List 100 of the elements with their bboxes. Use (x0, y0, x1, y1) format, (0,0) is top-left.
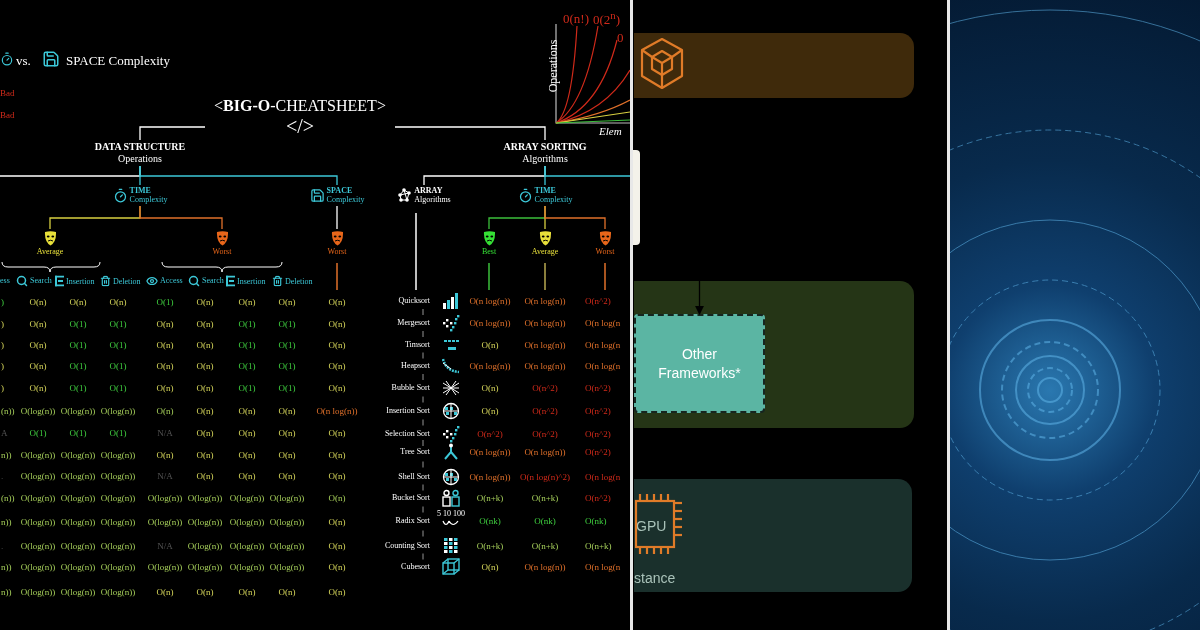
code-tag-text: </> (285, 115, 315, 136)
complexity-value: O(log(n)) (60, 587, 96, 597)
complexity-value: O(n) (156, 406, 174, 416)
complexity-value: O(n) (196, 587, 214, 597)
complexity-value: O(n) (481, 562, 499, 572)
complexity-value: O(n) (328, 428, 346, 438)
complexity-value: O(n log(n)) (469, 447, 511, 457)
complexity-value: n)) (1, 562, 12, 572)
complexity-value: n)) (1, 517, 12, 527)
complexity-value: O(log(n)) (269, 517, 305, 527)
column-header: Search (30, 277, 52, 285)
box-label: Other Frameworks* (657, 345, 742, 382)
connector-line (336, 205, 338, 230)
column-header: Deletion (113, 277, 141, 285)
complexity-value: O(n+k) (531, 541, 559, 551)
complexity-value: O(n^2) (532, 429, 558, 439)
complexity-value: O(n) (238, 406, 256, 416)
complexity-value: O(n) (328, 340, 346, 350)
complexity-value: O(n log(n)) (469, 361, 511, 371)
complexity-value: O(n) (196, 383, 214, 393)
complexity-value: O(log(n)) (20, 562, 56, 572)
complexity-value: O(n) (278, 471, 296, 481)
algorithm-name: Selection Sort (384, 430, 430, 438)
algorithm-name: Bucket Sort (392, 494, 430, 502)
algorithm-name: Cubesort (401, 563, 430, 571)
complexity-value: O(1) (278, 340, 296, 350)
complexity-value: O(log(n)) (60, 517, 96, 527)
complexity-value: O(n) (196, 319, 214, 329)
complexity-value: O(log(n)) (269, 541, 305, 551)
complexity-value: O(1) (156, 297, 174, 307)
radix-digits: 5 10 100 (437, 510, 465, 518)
arrow (694, 280, 705, 315)
category-subheading: Algorithms (414, 195, 451, 205)
complexity-value: O(log(n)) (20, 541, 56, 551)
complexity-value: O(log(n)) (100, 450, 136, 460)
complexity-value: O(n) (238, 297, 256, 307)
algorithm-name: Shell Sort (398, 473, 430, 481)
complexity-value: O(n log(n (585, 340, 621, 350)
complexity-value: O(1) (69, 361, 87, 371)
complexity-value: O(n) (328, 587, 346, 597)
complexity-value: O(n^2) (585, 493, 611, 503)
subtitle-text: SPACE Complexity (66, 53, 170, 67)
cheatsheet-title: <BIG-O-CHEATSHEET> (214, 96, 386, 116)
connector-line (544, 205, 606, 230)
complexity-value: O(n) (156, 450, 174, 460)
complexity-value: O(n+k) (531, 493, 559, 503)
complexity-value: O(log(n)) (60, 562, 96, 572)
complexity-value: O(n) (238, 450, 256, 460)
complexity-value: O(log(n)) (229, 541, 265, 551)
complexity-value: O(n) (69, 297, 87, 307)
complexity-value: O(n) (278, 428, 296, 438)
complexity-value: O(n^2) (585, 383, 611, 393)
complexity-value: O(1) (278, 361, 296, 371)
complexity-value: O(log(n)) (20, 493, 56, 503)
complexity-value: O(1) (278, 383, 296, 393)
algorithm-name: Radix Sort (395, 517, 430, 525)
category-heading: SPACE (326, 186, 354, 196)
complexity-value: O(n) (156, 587, 174, 597)
complexity-value: O(n) (196, 471, 214, 481)
branch-subheading: Algorithms (522, 153, 568, 165)
category-heading: TIME (534, 186, 557, 196)
complexity-value: O(n) (328, 562, 346, 572)
complexity-value: O(n) (328, 319, 346, 329)
complexity-value: O(log(n)) (20, 517, 56, 527)
complexity-value: O(1) (109, 340, 127, 350)
column-header: Insertion (66, 277, 95, 285)
complexity-value: O(n) (156, 361, 174, 371)
category-subheading: Complexity (326, 195, 365, 205)
complexity-value: O(1) (238, 340, 256, 350)
complexity-value: O(log(n)) (60, 406, 96, 416)
complexity-value: O(log(n)) (229, 517, 265, 527)
complexity-value: O(1) (69, 383, 87, 393)
complexity-value: O(n log(n)) (469, 472, 511, 482)
complexity-value: O(log(n)) (100, 471, 136, 481)
axis-label: Elem (599, 125, 622, 137)
complexity-value: O(1) (69, 319, 87, 329)
connector-line (139, 205, 223, 230)
complexity-value: ) (1, 383, 4, 393)
curve-label: 0 (617, 30, 624, 44)
algorithm-name: Tree Sort (400, 448, 430, 456)
algorithm-name: Mergesort (397, 319, 430, 327)
complexity-value: O(log(n)) (60, 493, 96, 503)
complexity-value: O(n log(n (585, 472, 621, 482)
complexity-value: O(n) (196, 297, 214, 307)
complexity-value: O(log(n)) (100, 562, 136, 572)
complexity-value: O(n^2) (532, 406, 558, 416)
complexity-value: O(log(n)) (269, 493, 305, 503)
complexity-value: O(log(n)) (100, 541, 136, 551)
complexity-value: O(n) (156, 319, 174, 329)
complexity-value: O(log(n)) (60, 471, 96, 481)
case-label: Average (36, 248, 64, 257)
complexity-value: O(n) (278, 297, 296, 307)
complexity-value: O(n) (29, 340, 47, 350)
complexity-value: O(n log(n (585, 562, 621, 572)
curve-label: 0(n!) (563, 11, 589, 25)
curve-label: 0(2$^{n}$) (593, 9, 621, 27)
rating-text: Bad (0, 88, 15, 98)
complexity-value: O(n) (156, 383, 174, 393)
complexity-value: O(log(n)) (100, 517, 136, 527)
complexity-value: ) (1, 297, 4, 307)
